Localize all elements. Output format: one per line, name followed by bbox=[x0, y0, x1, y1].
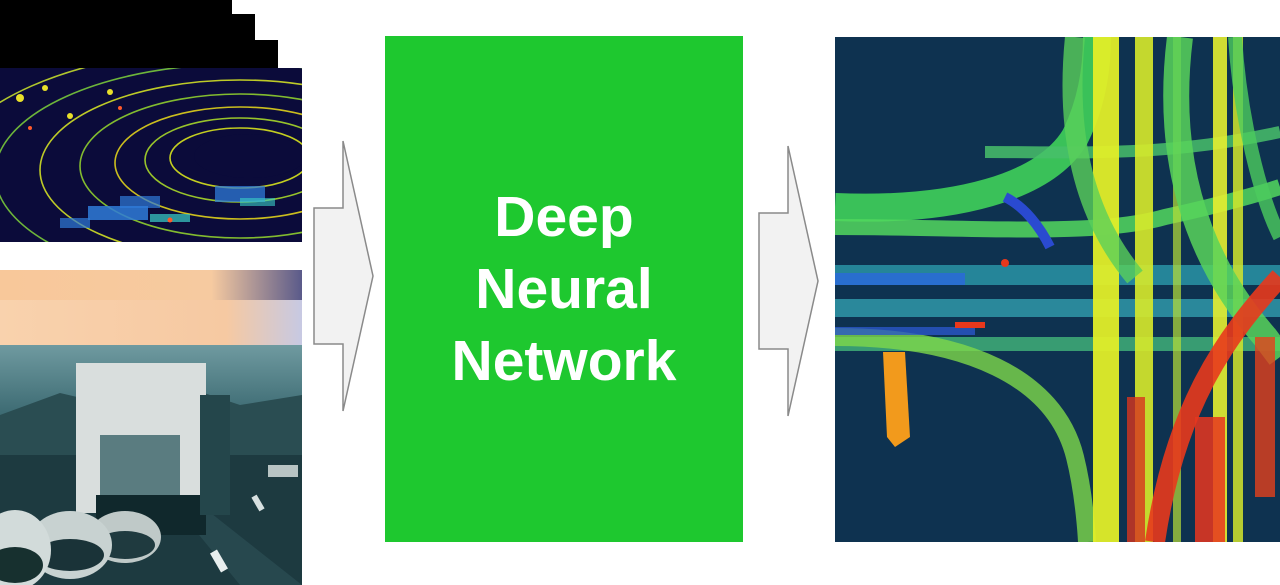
lidar-point-cloud-graphic bbox=[0, 68, 302, 242]
dnn-title-line-2: Neural bbox=[475, 257, 653, 321]
dnn-title-line-3: Network bbox=[451, 329, 677, 393]
segmented-point-cloud-image bbox=[835, 37, 1280, 542]
arrow-input-to-dnn bbox=[313, 140, 374, 412]
deep-neural-network-block: Deep Neural Network bbox=[385, 36, 743, 542]
arrow-dnn-to-output bbox=[758, 145, 819, 417]
lidar-frame-back-1 bbox=[0, 40, 278, 70]
camera-frame-back-1 bbox=[0, 300, 302, 346]
camera-road-graphic bbox=[0, 345, 302, 585]
dnn-title-line-1: Deep bbox=[494, 185, 634, 249]
lidar-point-cloud-image bbox=[0, 68, 302, 242]
dnn-title: Deep Neural Network bbox=[452, 181, 677, 397]
segmented-point-cloud-graphic bbox=[835, 37, 1280, 542]
input-stack bbox=[0, 0, 305, 585]
camera-road-image bbox=[0, 345, 302, 585]
